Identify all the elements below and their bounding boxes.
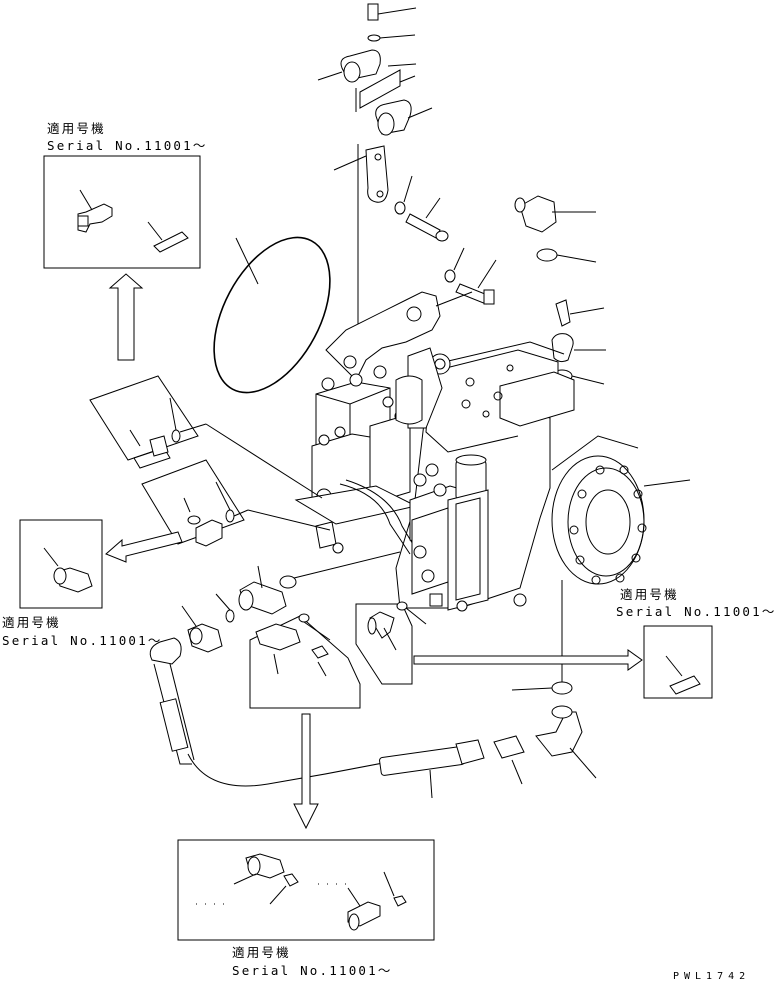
right-fittings <box>511 195 606 695</box>
note-top-left-line2: Serial No.11001～ <box>47 138 208 153</box>
detail-box-right <box>643 625 713 699</box>
note-right-line1: 適用号機 <box>620 587 679 602</box>
detail-box-top-left <box>43 155 201 269</box>
top-bolt-stack <box>317 3 497 505</box>
pump-assembly <box>294 291 691 612</box>
drawing-code: PWL1742 <box>673 971 751 982</box>
note-bottom-line2: Serial No.11001～ <box>232 963 393 978</box>
detail-box-bottom <box>177 839 435 941</box>
left-fittings <box>89 375 597 799</box>
o-ring <box>213 236 331 394</box>
note-bottom-line1: 適用号機 <box>232 945 291 960</box>
note-mid-left-line1: 適用号機 <box>2 615 61 630</box>
note-mid-left-line2: Serial No.11001～ <box>2 633 163 648</box>
detail-box-mid-left <box>19 519 103 609</box>
parts-diagram <box>19 3 713 941</box>
note-right-line2: Serial No.11001～ <box>616 604 777 619</box>
note-top-left-line1: 適用号機 <box>47 121 106 136</box>
flow-arrows <box>105 273 643 830</box>
